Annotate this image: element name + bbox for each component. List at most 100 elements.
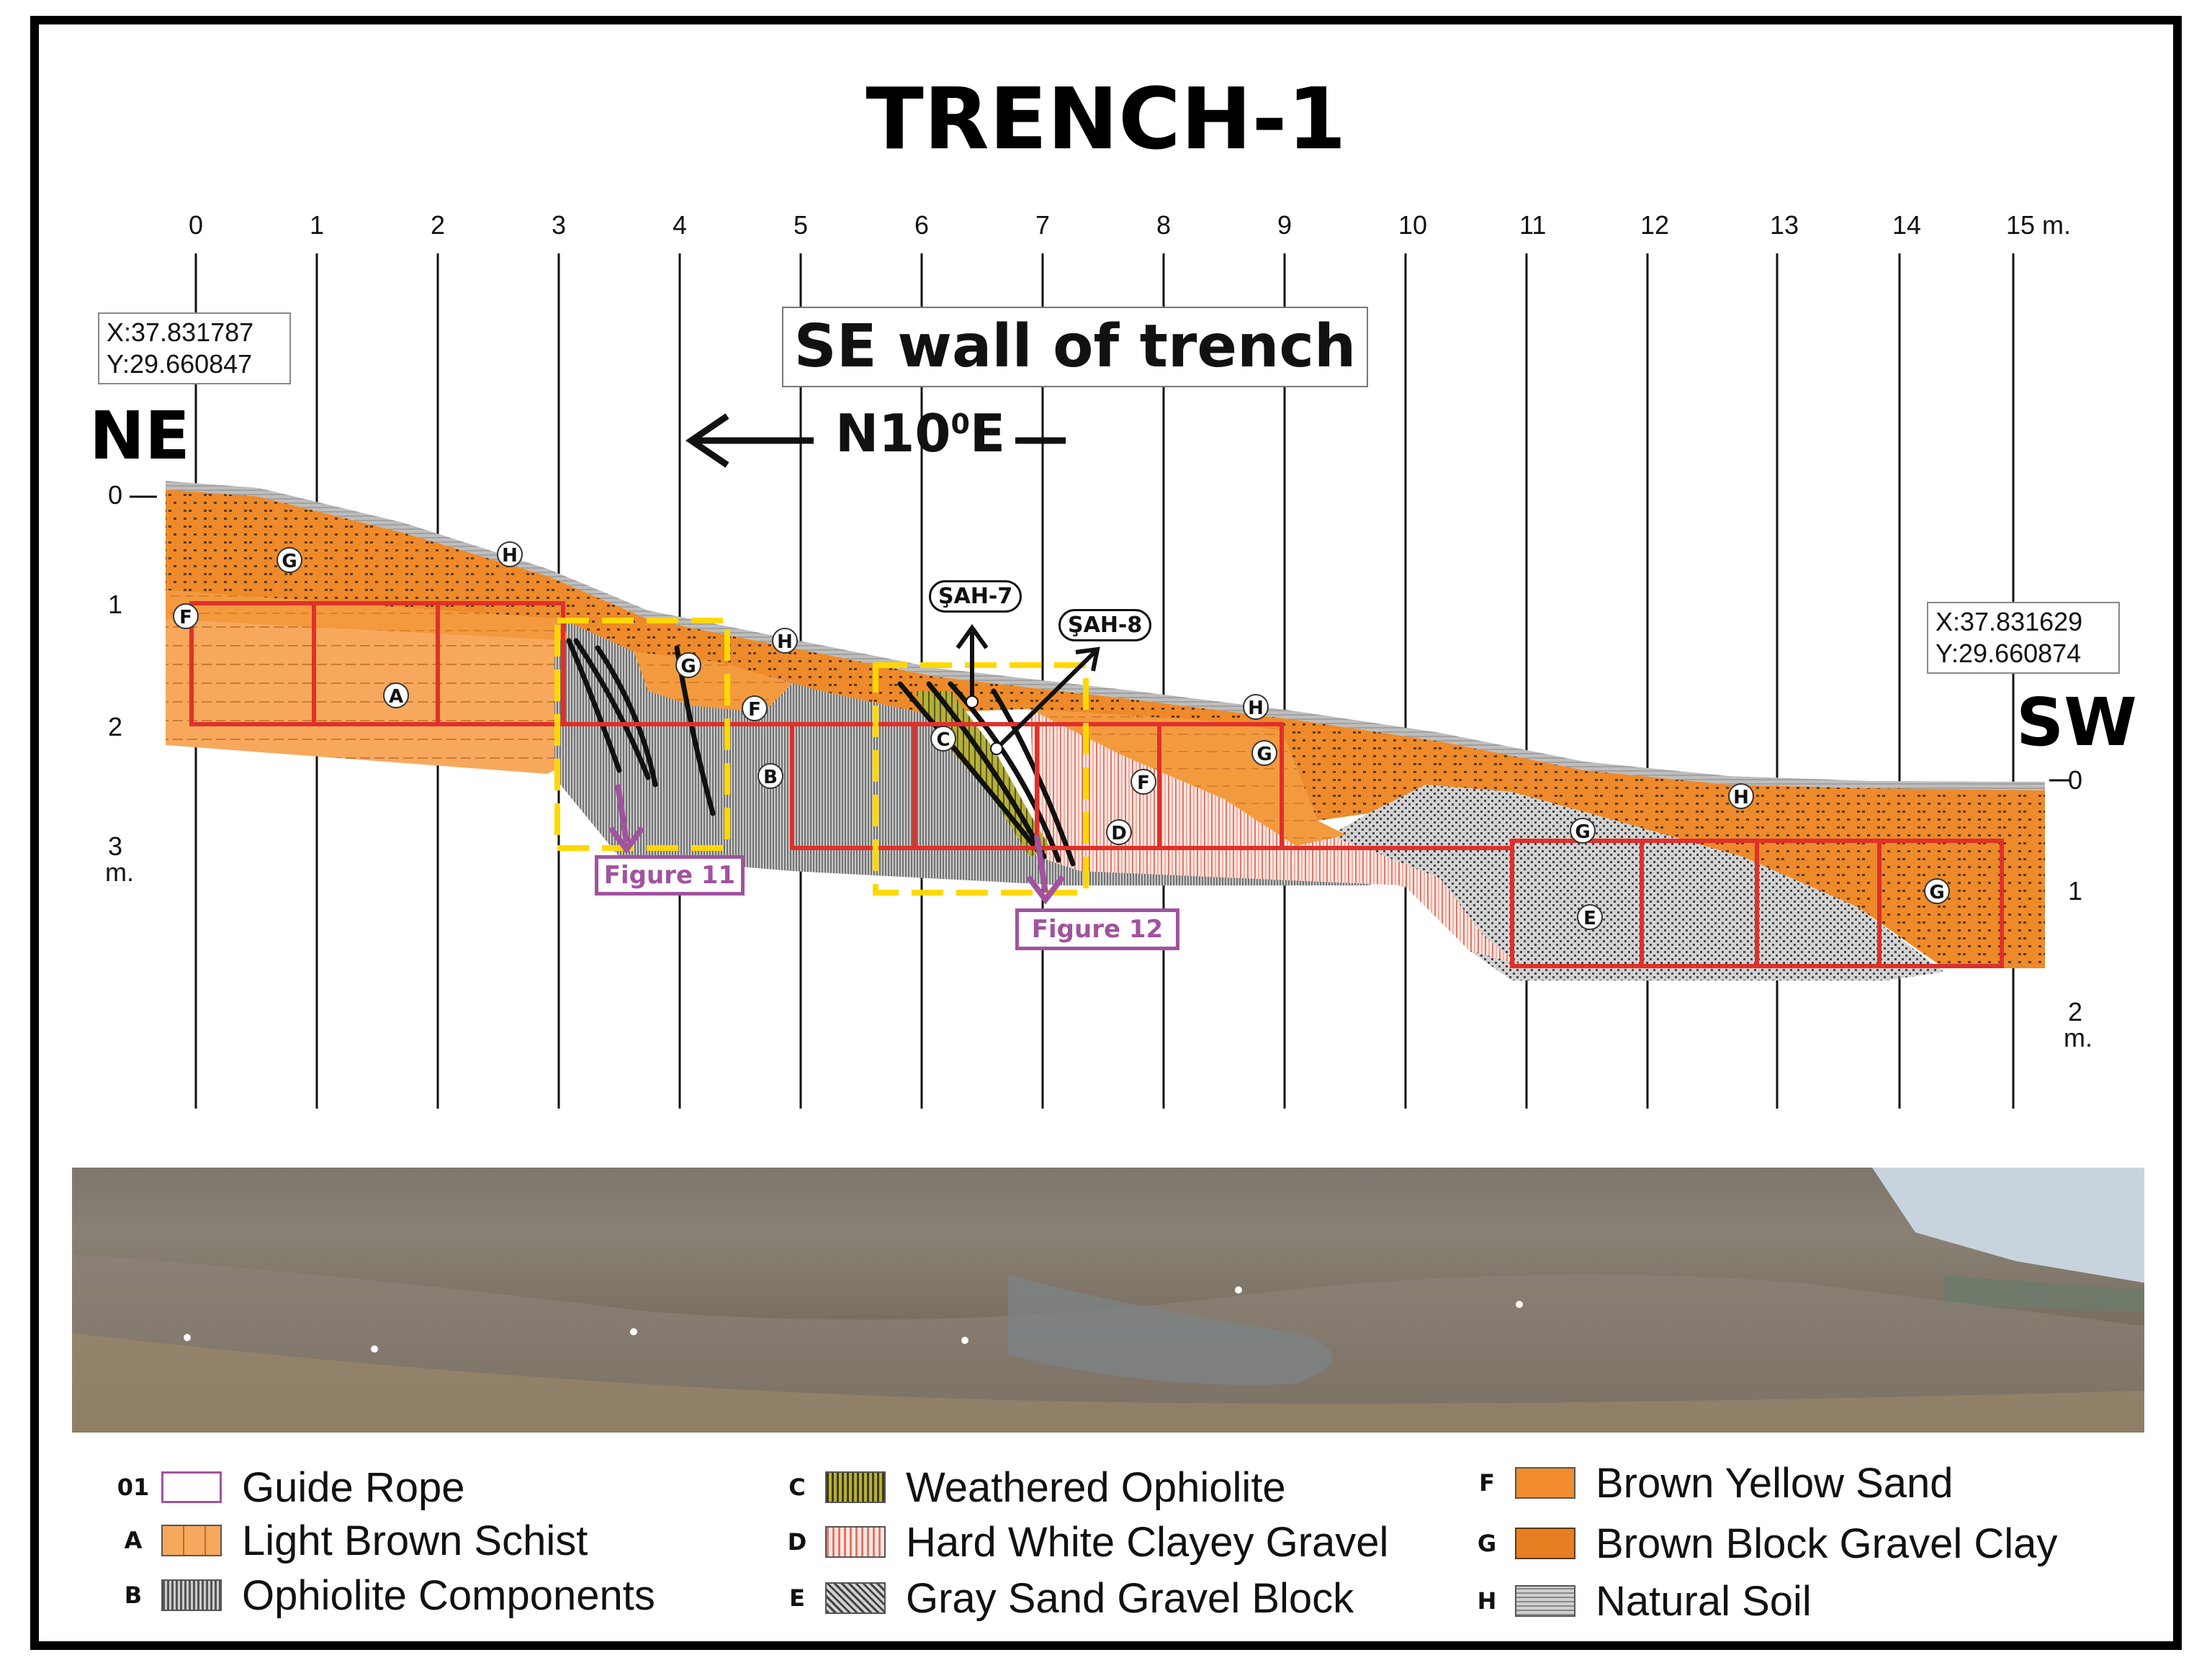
coord-left-x: X:37.831787 [107,317,254,347]
legend-label: Light Brown Schist [242,1517,588,1564]
side-label-ne: NE [89,397,190,474]
unit-tag: H [1243,694,1269,720]
left-depth-3: 3 [108,831,123,861]
figure-11-label: Figure 11 [595,855,745,896]
scale-tick-label: 7 [1035,210,1051,240]
scale-tick-label: 14 [1892,210,1922,240]
coord-box-right: X:37.831629 Y:29.660874 [1927,602,2120,674]
scale-tick-label: 4 [673,210,688,240]
right-depth-1: 1 [2068,876,2083,906]
legend-item-g: G Brown Block Gravel Clay [1469,1520,2058,1567]
legend-code: 01 [117,1474,150,1501]
coord-right-x: X:37.831629 [1936,607,2083,636]
right-depth-0: 0 [2068,765,2083,795]
legend-code: D [787,1528,807,1556]
depth-ticks [130,382,2071,782]
legend-label: Brown Yellow Sand [1596,1459,1954,1507]
figure-12-box [873,662,1089,896]
sample-arrows [956,623,1100,751]
direction-label: N100E [835,403,1005,464]
legend-item-b: B Ophiolite Components [115,1571,655,1619]
unit-tag: F [1130,769,1156,795]
legend-code: G [1477,1530,1497,1557]
scale-tick-label: 9 [1277,210,1292,240]
legend-item-rope: 01 Guide Rope [115,1463,465,1511]
scale-tick-label: 0 [189,210,204,240]
legend-item-c: C Weathered Ophiolite [779,1463,1286,1511]
unit-h-soil [166,481,2045,790]
unit-tag: F [173,603,199,629]
direction-suffix: E [969,403,1006,464]
legend-label: Weathered Ophiolite [906,1463,1286,1511]
legend-swatch [825,1582,886,1614]
sample-sah-7: ŞAH-7 [929,580,1022,613]
legend-swatch [825,1471,886,1503]
legend-code: E [789,1584,805,1612]
unit-tag: H [1728,783,1754,809]
legend-label: Brown Block Gravel Clay [1596,1520,2058,1567]
legend-swatch [1515,1467,1575,1499]
legend-swatch [825,1526,886,1558]
scale-tick-label: 3 [552,210,567,240]
direction-degree: 0 [950,408,970,440]
scale-tick-label: 2 [431,210,446,240]
legend-label: Gray Sand Gravel Block [906,1574,1354,1622]
figure-11-box [554,618,730,851]
figure-12-label: Figure 12 [1015,908,1179,950]
unit-tag: C [930,726,956,752]
scale-tick-label: 6 [914,210,930,240]
right-depth-unit: m. [2064,1023,2092,1052]
left-depth-2: 2 [108,712,123,741]
scale-tick-label: 1 [310,210,325,240]
unit-a-schist [166,590,569,774]
scale-tick-label: 11 [1519,210,1547,240]
left-depth-1: 1 [108,590,123,619]
left-depth-unit: m. [105,857,134,887]
unit-d-clayey-gravel [1030,705,1519,965]
side-label-sw: SW [2016,684,2137,761]
right-depth-2: 2 [2068,997,2083,1027]
legend-swatch [161,1525,222,1556]
unit-tag: G [276,547,302,573]
unit-tag: D [1106,819,1132,845]
unit-tag: H [772,628,798,654]
legend-code: F [1479,1469,1495,1497]
scale-tick-label: 15 m. [2006,210,2072,240]
figure-boxes [554,618,1089,896]
scale-tick-label: 10 [1398,210,1428,240]
unit-tag: A [383,682,409,708]
direction-text: N10 [835,403,951,464]
stratigraphic-units [166,481,2045,980]
direction-arrow [685,413,1066,468]
unit-tag: F [742,695,768,721]
wall-label: SE wall of trench [782,307,1368,387]
scale-tick-label: 13 [1770,210,1799,240]
unit-tag: G [1924,878,1950,904]
legend-label: Guide Rope [242,1463,465,1511]
sample-sah-8: ŞAH-8 [1058,609,1152,641]
coord-left-y: Y:29.660847 [107,349,253,379]
unit-tag: H [497,541,523,567]
coord-box-left: X:37.831787 Y:29.660847 [98,312,291,384]
scale-tick-label: 5 [793,210,809,240]
unit-tag: B [757,763,783,789]
unit-tag: G [675,652,701,678]
legend-code: H [1477,1587,1497,1615]
legend-item-f: F Brown Yellow Sand [1469,1459,1954,1507]
legend-swatch [1515,1528,1575,1559]
legend-swatch [161,1579,222,1611]
legend-swatch [1515,1585,1575,1617]
trench-photo [72,1168,2144,1433]
legend-item-e: E Gray Sand Gravel Block [779,1574,1354,1622]
unit-g-clay [166,482,2045,968]
legend-label: Ophiolite Components [242,1571,655,1619]
unit-tag: G [1251,740,1277,766]
legend-code: B [124,1582,143,1609]
figure-arrows [608,784,1066,905]
scale-tick-label: 8 [1156,210,1172,240]
legend-code: C [788,1474,806,1501]
legend-swatch [161,1471,222,1503]
unit-tag: E [1577,904,1603,930]
left-depth-0: 0 [108,480,123,510]
